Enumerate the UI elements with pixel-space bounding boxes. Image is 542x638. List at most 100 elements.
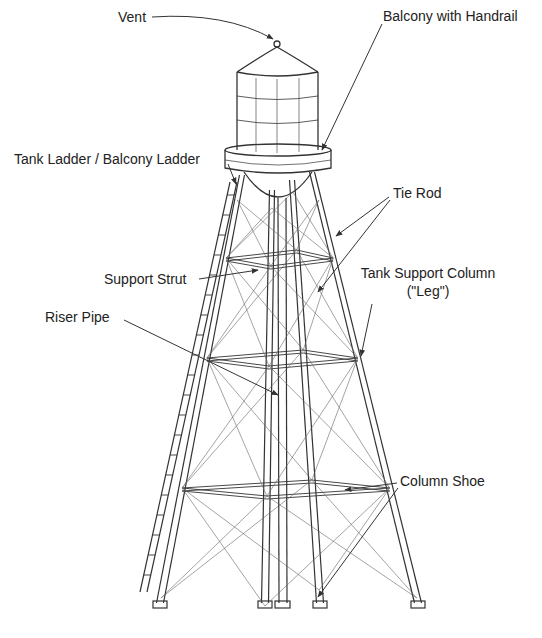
- leader-line: [345, 483, 397, 490]
- tie-rod: [265, 488, 390, 606]
- tank-wall: [236, 72, 237, 150]
- leader-line: [124, 320, 278, 395]
- support-column: [315, 172, 422, 603]
- column-shoe: [313, 601, 327, 608]
- support-strut: [182, 483, 390, 499]
- riser-pipe: [286, 198, 287, 603]
- tie-rod: [182, 488, 319, 590]
- part-label: Support Strut: [104, 270, 187, 288]
- ladder-rail: [147, 182, 237, 592]
- support-column: [295, 180, 324, 603]
- tie-rod: [312, 480, 417, 598]
- balcony-top: [225, 144, 331, 156]
- support-column: [310, 172, 415, 603]
- ladder-rung: [214, 255, 221, 256]
- handrail: [225, 160, 331, 165]
- tie-rod: [182, 488, 265, 606]
- ladder-rail: [140, 182, 230, 592]
- support-column: [164, 175, 245, 603]
- tie-rod: [207, 266, 271, 358]
- tie-rod: [207, 358, 312, 480]
- tie-rod: [226, 208, 272, 258]
- tie-rod: [207, 250, 297, 358]
- support-strut: [226, 253, 333, 269]
- support-strut: [207, 353, 358, 369]
- tank-seam: [256, 78, 257, 152]
- tank-seam: [237, 96, 318, 100]
- riser-pipe: [278, 198, 279, 603]
- tank-seam: [277, 79, 278, 153]
- tie-rod: [161, 496, 267, 598]
- ladder-rung: [170, 455, 177, 456]
- column-shoe: [258, 601, 272, 608]
- tank-wall: [317, 72, 318, 150]
- tie-rod: [293, 192, 333, 258]
- tie-rod: [271, 266, 358, 358]
- tie-rod: [303, 350, 389, 488]
- part-label: Tie Rod: [393, 184, 442, 202]
- tank-seam: [237, 120, 318, 124]
- leader-line: [152, 16, 273, 39]
- support-column: [290, 180, 317, 603]
- tie-rod: [226, 258, 303, 350]
- ladder-rung: [183, 395, 190, 396]
- ladder-rung: [161, 495, 168, 496]
- tie-rod: [271, 200, 319, 266]
- ladder-rung: [227, 195, 234, 196]
- ladder-rung: [188, 375, 195, 376]
- part-label: Vent: [118, 8, 146, 26]
- tie-rod: [269, 366, 390, 488]
- ladder-rung: [179, 415, 186, 416]
- tie-rod: [297, 250, 358, 358]
- tie-rod: [272, 208, 333, 258]
- ladder-rung: [174, 435, 181, 436]
- tie-rod: [312, 358, 358, 480]
- vent: [274, 41, 280, 47]
- ladder-rung: [223, 215, 230, 216]
- part-label: Tank Support Column ("Leg"): [350, 264, 506, 300]
- column-shoe: [275, 601, 290, 608]
- tower-structure: [140, 172, 425, 608]
- tie-rod: [269, 258, 333, 366]
- ladder-rung: [166, 475, 173, 476]
- leader-line: [322, 24, 382, 150]
- ladder-rung: [157, 515, 164, 516]
- tie-rod: [303, 258, 333, 350]
- tank-seam: [299, 78, 300, 152]
- tie-rod: [237, 200, 296, 250]
- support-column: [269, 190, 275, 603]
- part-label: Column Shoe: [400, 472, 485, 490]
- leader-line: [228, 164, 236, 184]
- tie-rod: [161, 480, 312, 598]
- tank-bowl: [244, 172, 312, 197]
- tie-rod: [226, 192, 293, 258]
- part-label: Riser Pipe: [45, 308, 110, 326]
- part-label: Balcony with Handrail: [383, 7, 518, 25]
- tie-rod: [207, 358, 267, 496]
- roof-edge: [237, 72, 318, 76]
- ladder-rung: [201, 315, 208, 316]
- ladder-rung: [196, 335, 203, 336]
- leader-line: [336, 197, 389, 236]
- part-label: Tank Ladder / Balcony Ladder: [14, 150, 200, 168]
- support-column: [157, 175, 240, 603]
- leader-line: [199, 270, 258, 279]
- ladder-rung: [153, 535, 160, 536]
- ladder-rung: [205, 295, 212, 296]
- balcony-band: [225, 150, 331, 173]
- leader-line: [318, 488, 398, 597]
- ladder-rung: [210, 275, 217, 276]
- tie-rod: [319, 488, 390, 590]
- ladder-rung: [148, 555, 155, 556]
- tank-roof: [237, 47, 318, 72]
- leader-line: [361, 304, 372, 356]
- leader-lines: [124, 16, 398, 597]
- ladder-rung: [218, 235, 225, 236]
- tie-rod: [267, 358, 358, 496]
- tie-rod: [237, 200, 271, 266]
- column-shoe: [411, 601, 425, 608]
- column-shoe: [153, 601, 167, 608]
- tie-rod: [297, 200, 319, 250]
- ladder-rung: [144, 575, 151, 576]
